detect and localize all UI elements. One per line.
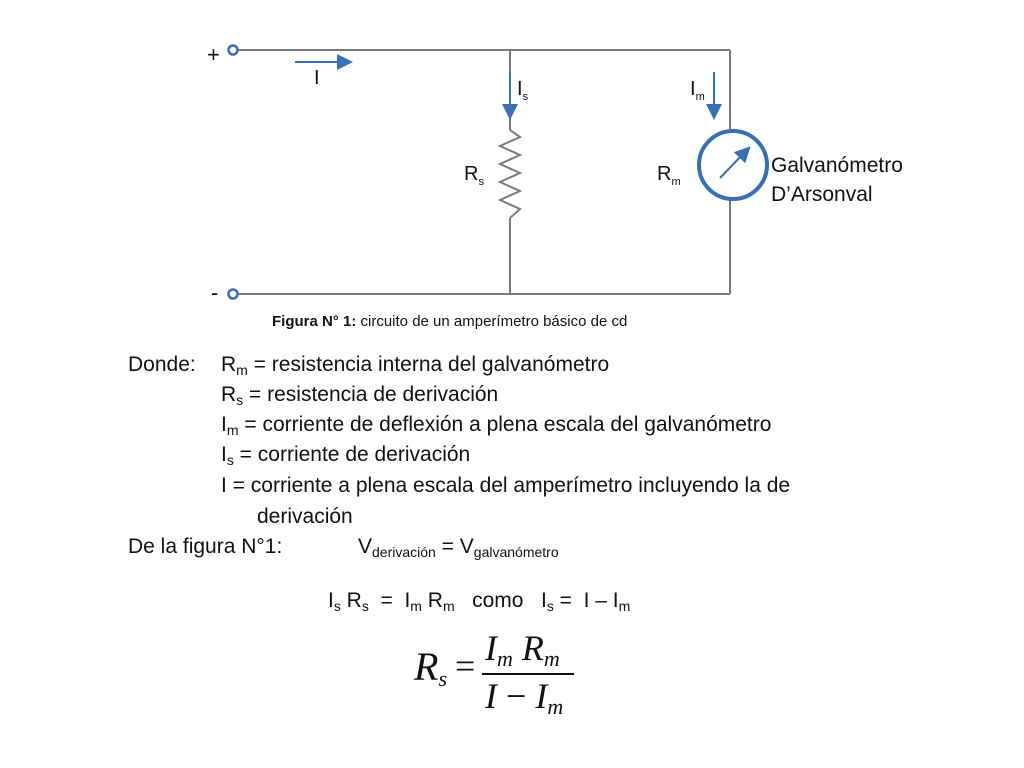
relation-voltage: Vderivación = Vgalvanómetro [358,535,559,560]
shunt-resistance-formula: Rs = Im Rm I − Im [400,625,600,725]
relation-label: De la figura N°1: [128,535,283,558]
plus-sign: + [207,42,220,67]
definition-rs: Rs = resistencia de derivación [221,383,499,408]
formula-lhs: Rs [414,644,447,691]
label-current-meter: Im [690,78,705,103]
formula-equals: = [455,646,476,686]
current-equation: Is Rs = Im Rm como Is = I – Im [328,589,631,614]
definition-rm: Rm = resistencia interna del galvanómetr… [221,353,610,378]
formula-numerator: Im Rm [485,628,560,671]
label-current-shunt: Is [517,78,529,103]
galvanometer-needle-icon [719,146,751,179]
label-res-meter: Rm [657,163,681,188]
negative-terminal [227,288,239,300]
formula-fraction-bar [482,673,574,675]
definition-im: Im = corriente de deflexión a plena esca… [221,413,772,438]
label-current-total: I [314,67,320,89]
positive-terminal [227,44,239,56]
definition-i: I = corriente a plena escala del amperím… [221,474,791,497]
formula-denominator: I − Im [485,676,564,719]
label-donde: Donde: [128,353,196,376]
definition-is: Is = corriente de derivación [221,443,471,468]
shunt-resistor [497,129,523,219]
label-res-shunt: Rs [464,163,484,188]
minus-sign: - [211,280,218,305]
figure-caption: Figura N° 1: circuito de un amperímetro … [272,313,628,330]
definition-i-continued: derivación [257,505,353,528]
